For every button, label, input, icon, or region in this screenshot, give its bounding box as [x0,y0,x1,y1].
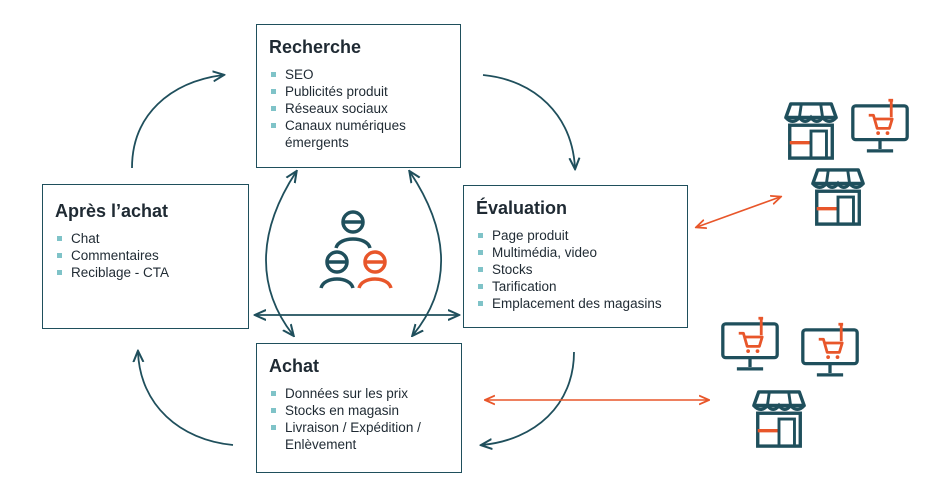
computer-cart-icon [801,322,859,377]
list-item: Reciblage - CTA [55,264,236,281]
recherche-box: Recherche SEO Publicités produit Réseaux… [256,24,461,168]
list-item: Chat [55,230,236,247]
inner-arc-right [410,172,443,335]
list-item: Tarification [476,278,675,295]
list-item: Réseaux sociaux [269,100,448,117]
achat-box: Achat Données sur les prix Stocks en mag… [256,343,462,473]
evaluation-list: Page produit Multimédia, video Stocks Ta… [476,227,675,312]
achat-title: Achat [269,356,320,376]
storefront-icon [811,168,865,226]
list-item: Publicités produit [269,83,448,100]
apres-achat-list: Chat Commentaires Reciblage - CTA [55,230,236,281]
storefront-icon [752,390,806,448]
cycle-arrow-recherche-to-evaluation [482,74,575,168]
cycle-arrow-achat-to-apres [138,352,234,446]
evaluation-box: Évaluation Page produit Multimédia, vide… [463,185,688,328]
connector-evaluation-stores [697,197,780,227]
cycle-arrow-evaluation-to-achat [482,351,575,445]
achat-list: Données sur les prix Stocks en magasin L… [269,385,449,453]
customer-group-icon [319,210,393,289]
list-item: Commentaires [55,247,236,264]
recherche-list: SEO Publicités produit Réseaux sociaux C… [269,66,448,151]
list-item: Données sur les prix [269,385,449,402]
list-item: Page produit [476,227,675,244]
list-item: Emplacement des magasins [476,295,675,312]
recherche-title: Recherche [269,37,362,57]
list-item: Multimédia, video [476,244,675,261]
evaluation-title: Évaluation [476,198,568,218]
computer-cart-icon [721,316,779,371]
list-item: Canaux numériques [269,117,448,134]
list-item: SEO [269,66,448,83]
inner-arc-left [265,172,296,335]
storefront-icon [784,102,838,160]
apres-achat-title: Après l’achat [55,201,169,221]
list-item: Stocks en magasin [269,402,449,419]
computer-cart-icon [851,98,909,153]
cycle-arrow-apres-to-recherche [131,75,223,169]
list-item-continuation: émergents [285,135,349,150]
list-item: Stocks [476,261,675,278]
list-item-continuation: Enlèvement [285,437,357,452]
list-item: Livraison / Expédition / [269,419,449,436]
apres-achat-box: Après l’achat Chat Commentaires Reciblag… [42,184,249,329]
